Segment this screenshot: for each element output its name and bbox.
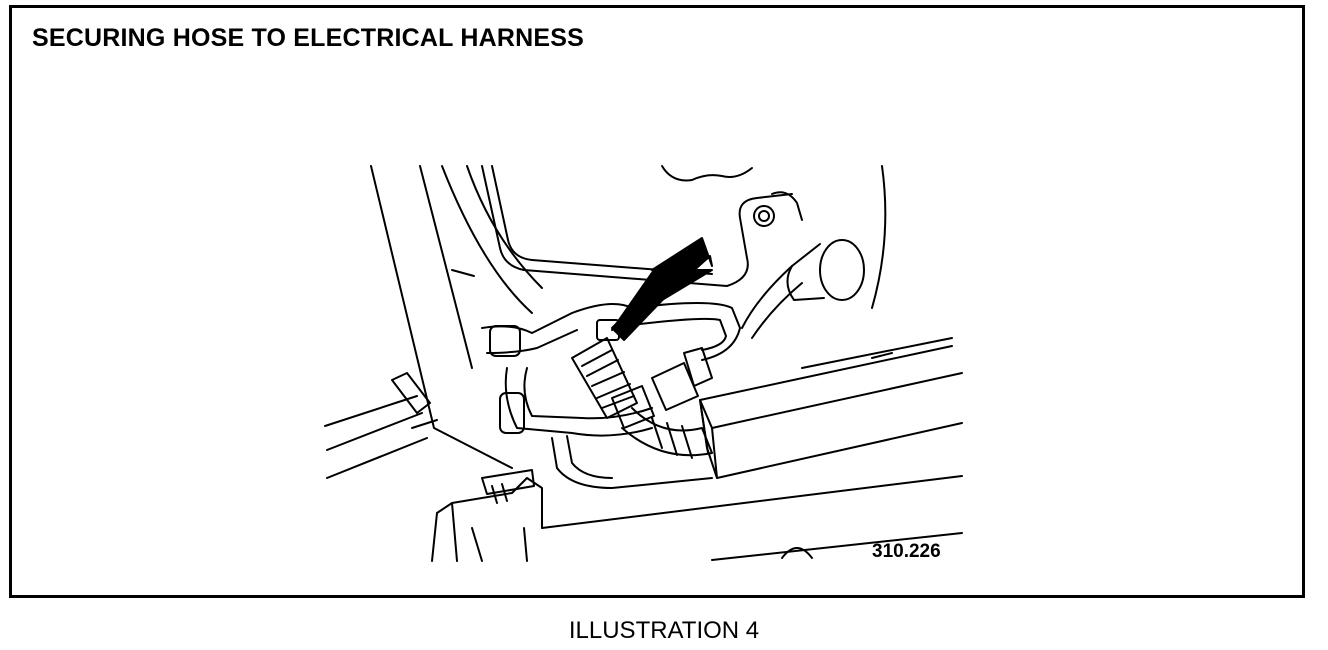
illustration-caption: ILLUSTRATION 4 [568, 617, 760, 644]
component-housing [481, 165, 887, 309]
bottom-bracket [431, 469, 963, 562]
left-tubes [324, 372, 438, 479]
arrow-icon [611, 237, 713, 341]
sensor-cap [741, 239, 865, 339]
corrugated-hose [571, 319, 713, 459]
line-drawing [324, 165, 963, 562]
illustration-title: SECURING HOSE TO ELECTRICAL HARNESS [32, 24, 584, 52]
electrical-harness [481, 302, 741, 489]
illustration-frame: SECURING HOSE TO ELECTRICAL HARNESS [9, 5, 1305, 598]
figure-number: 310.226 [872, 541, 941, 562]
support-rail [699, 337, 963, 479]
door-panel [370, 165, 543, 469]
